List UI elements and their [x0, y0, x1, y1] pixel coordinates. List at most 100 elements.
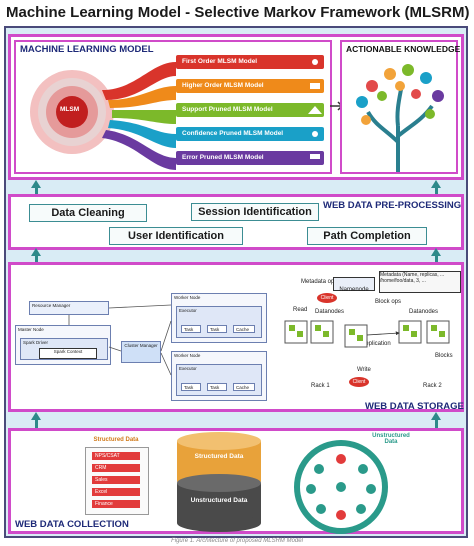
knowledge-tree-icon — [356, 64, 444, 172]
datanodes-label-1: Datanodes — [315, 309, 345, 315]
collection-heading: WEB DATA COLLECTION — [15, 519, 129, 530]
task-2a: Task — [181, 383, 201, 391]
read-label: Read — [293, 307, 308, 313]
task-2b: Task — [207, 383, 227, 391]
storage-heading: WEB DATA STORAGE — [365, 401, 464, 412]
structured-data-label: Structured Data — [93, 437, 139, 443]
model-higher-order: Higher Order MLSM Model — [176, 79, 324, 93]
cylinder-bottom-label: Unstructured Data — [190, 497, 248, 504]
spark-connectors — [68, 304, 172, 376]
metadata-box: Metadata (Name, replicas, ... /home/foo/… — [379, 271, 461, 293]
cache-1: Cache — [233, 325, 255, 333]
spark-driver-box: Spark Driver Spark Context — [20, 338, 108, 360]
core-label: MLSM — [60, 106, 80, 113]
client-top: Client — [317, 293, 337, 303]
worker-node-1: Worker Node Executor Task Task Cache — [171, 293, 267, 343]
structured-item-finance: Finance — [92, 500, 140, 508]
arrow-stem-3a — [35, 418, 38, 430]
diagram-title: Machine Learning Model - Selective Marko… — [6, 4, 470, 21]
master-node-box: Master Node Spark Driver Spark Context — [15, 325, 111, 365]
worker-node-label-1: Worker Node — [174, 295, 201, 300]
ribbon-green — [112, 110, 176, 124]
bar-icon — [310, 154, 320, 159]
executor-label-1: Executor — [179, 308, 197, 313]
up-arrow-1a — [31, 180, 41, 188]
structured-item-nps: NPS/CSAT — [92, 452, 140, 460]
unstructured-data-label: Unstructured Data — [372, 433, 410, 445]
ml-model-panel: MACHINE LEARNING MODEL MLSM First Order … — [14, 40, 332, 174]
worker-node-2: Worker Node Executor Task Task Cache — [171, 351, 267, 401]
up-arrow-2a — [31, 248, 41, 256]
spark-context-label: Spark Context — [53, 349, 83, 354]
knowledge-heading: ACTIONABLE KNOWLEDGE — [346, 44, 461, 54]
model-icons — [308, 59, 322, 159]
structured-item-sales: Sales — [92, 476, 140, 484]
arrow-stem-2b — [435, 254, 438, 264]
write-label: Write — [357, 367, 371, 373]
dot-icon — [312, 131, 318, 137]
datanode-racks — [284, 320, 450, 348]
data-cylinder — [177, 432, 261, 532]
unstructured-circle — [294, 440, 388, 534]
datanodes-label-2: Datanodes — [409, 309, 439, 315]
ribbon-red — [102, 62, 176, 100]
ml-model-heading: MACHINE LEARNING MODEL — [20, 44, 154, 55]
ribbon-orange — [108, 86, 176, 108]
structured-list: NPS/CSAT CRM Sales Excel Finance — [85, 447, 149, 515]
replication-label: Replication — [361, 341, 391, 347]
cache-label-1: Cache — [236, 327, 250, 332]
structured-item-crm: CRM — [92, 464, 140, 472]
chart-icon — [310, 83, 320, 89]
arrow-stem-1b — [435, 186, 438, 196]
rack1-label: Rack 1 — [311, 383, 330, 389]
step-data-cleaning: Data Cleaning — [29, 204, 147, 222]
up-arrow-3b — [431, 412, 441, 420]
namenode-box: Namenode — [333, 277, 375, 293]
task-1a: Task — [181, 325, 201, 333]
preprocessing-panel: Data Cleaning Session Identification WEB… — [8, 194, 464, 250]
master-node-label: Master Node — [18, 327, 44, 332]
resource-manager-label: Resource Manager — [32, 303, 71, 308]
preprocessing-heading: WEB DATA PRE-PROCESSING — [323, 200, 462, 211]
model-first-order: First Order MLSM Model — [176, 55, 324, 69]
model-error-pruned: Error Pruned MLSM Model — [176, 151, 324, 165]
metadata-ops-label: Metadata ops — [301, 279, 338, 285]
executor-label-2: Executor — [179, 366, 197, 371]
blocks-label: Blocks — [435, 353, 453, 359]
network-icon — [312, 59, 318, 65]
resource-manager-box: Resource Manager — [29, 301, 109, 315]
model-support-pruned: Support Pruned MLSM Model — [176, 103, 324, 117]
core-ring-inner — [56, 96, 88, 128]
block-ops-label: Block ops — [375, 299, 402, 305]
knowledge-panel: ACTIONABLE KNOWLEDGE — [340, 40, 461, 174]
task-label-2b: Task — [210, 385, 220, 390]
cache-label-2: Cache — [236, 385, 250, 390]
metadata-text: Metadata (Name, replicas, ... — [380, 272, 445, 278]
triangle-icon — [308, 106, 322, 114]
cylinder-top-label: Structured Data — [194, 453, 244, 460]
step-path-completion: Path Completion — [307, 227, 427, 245]
cluster-manager-label: Cluster Manager — [124, 343, 158, 348]
ribbon-blue — [108, 120, 176, 148]
executor-box-1: Executor Task Task Cache — [176, 306, 262, 338]
arrow-stem-2a — [35, 254, 38, 264]
step-session-identification: Session Identification — [191, 203, 319, 221]
task-label-1b: Task — [210, 327, 220, 332]
spark-driver-label: Spark Driver — [23, 340, 49, 345]
up-arrow-2b — [431, 248, 441, 256]
metadata-path: /home/foo/data, 3, ... — [380, 278, 426, 284]
client-bottom: Client — [349, 377, 369, 387]
executor-box-2: Executor Task Task Cache — [176, 364, 262, 396]
model-confidence-pruned: Confidence Pruned MLSM Model — [176, 127, 324, 141]
step-user-identification: User Identification — [109, 227, 243, 245]
task-label-2a: Task — [184, 385, 194, 390]
task-label-1a: Task — [184, 327, 194, 332]
figure-caption: Figure 1. Architecture of proposed MLSRM… — [171, 538, 303, 544]
arrow-stem-3b — [435, 418, 438, 430]
storage-panel: Resource Manager Master Node Spark Drive… — [8, 262, 464, 412]
worker-node-label-2: Worker Node — [174, 353, 201, 358]
ribbon-purple — [102, 130, 176, 170]
up-arrow-3a — [31, 412, 41, 420]
cache-2: Cache — [233, 383, 255, 391]
arrow-stem-1a — [35, 186, 38, 196]
